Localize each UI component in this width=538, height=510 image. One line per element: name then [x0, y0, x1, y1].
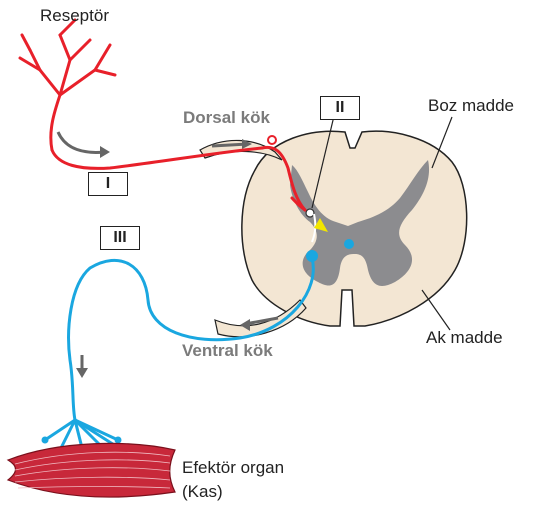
sensory-flow-arrowhead: [100, 146, 110, 158]
white-matter-leader: [422, 290, 450, 330]
effector-label: Efektör organ: [182, 458, 284, 478]
motor-neuron-cell-body: [306, 250, 318, 262]
dorsal-root-label: Dorsal kök: [183, 108, 270, 128]
white-matter-label: Ak madde: [426, 328, 503, 348]
ventral-horn-dot: [344, 239, 354, 249]
effector-sublabel: (Kas): [182, 482, 223, 502]
marker-interneuron: II: [320, 96, 360, 120]
gray-matter-label: Boz madde: [428, 96, 514, 116]
muscle-effector: [8, 443, 175, 497]
marker-sensory-neuron: I: [88, 172, 128, 196]
sensory-flow-arrow: [58, 132, 105, 152]
dorsal-root-ganglion: [268, 136, 276, 144]
marker-motor-neuron: III: [100, 226, 140, 250]
motor-flow-arrowhead: [76, 368, 88, 378]
receptor-label: Reseptör: [40, 6, 109, 26]
ventral-root-label: Ventral kök: [182, 341, 273, 361]
